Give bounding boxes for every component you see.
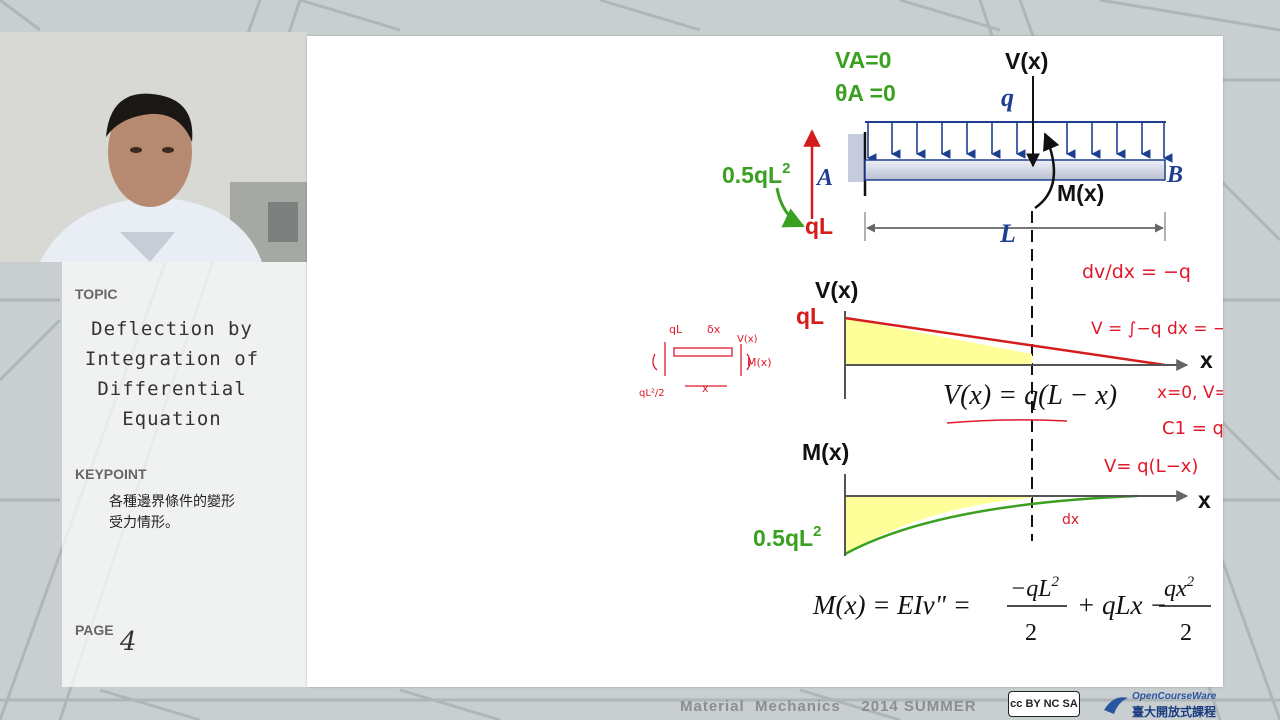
svg-text:x=0, V= qL: x=0, V= qL bbox=[1157, 383, 1223, 403]
shear-equation: V(x) = q(L − x) bbox=[943, 380, 1117, 411]
point-b-label: B bbox=[1166, 162, 1183, 188]
distributed-load bbox=[865, 121, 1173, 163]
wall-support bbox=[848, 134, 864, 182]
svg-text:dv/dx = −q: dv/dx = −q bbox=[1082, 261, 1191, 283]
m-diagram-title: M(x) bbox=[802, 439, 849, 465]
v-diagram-ql: qL bbox=[796, 303, 824, 329]
point-a-label: A bbox=[815, 165, 833, 191]
moment-mx-label: M(x) bbox=[1057, 180, 1104, 206]
m-diagram-y-label: 0.5qL2 bbox=[753, 523, 821, 551]
svg-text:+ qLx −: + qLx − bbox=[1077, 590, 1167, 620]
fbd-vx: V(x) bbox=[737, 334, 758, 345]
fbd-mx: M(x) bbox=[747, 356, 772, 369]
svg-text:2: 2 bbox=[1180, 620, 1192, 646]
keypoint-text: 各種邊界條件的變形 受力情形。 bbox=[109, 494, 235, 531]
handwritten-notes: dv/dx = −q V = ∫−q dx = −qx + C1 x=0, V=… bbox=[946, 261, 1223, 528]
ocw-name-text: 臺大開放式課程 bbox=[1132, 705, 1217, 719]
ocw-brand-text: OpenCourseWare bbox=[1132, 691, 1217, 702]
webcam-video bbox=[0, 32, 307, 262]
course-footer: Material Mechanics 2014 SUMMER bbox=[680, 698, 977, 715]
ocw-bird-icon bbox=[1104, 697, 1128, 714]
page-label: PAGE bbox=[75, 622, 114, 638]
bc-va: VA=0 bbox=[835, 47, 891, 73]
v-diagram-fill bbox=[845, 318, 1032, 365]
support-moment: 0.5qL2 bbox=[722, 160, 790, 188]
creative-commons-license-badge: cc BY NC SA bbox=[1008, 691, 1080, 717]
handwritten-free-body-diagram bbox=[652, 342, 751, 387]
beam-diagram: VA=0 θA =0 q A B V(x) bbox=[639, 47, 1223, 646]
topic-label: TOPIC bbox=[75, 286, 118, 302]
fbd-x: x bbox=[702, 382, 709, 395]
load-q-label: q bbox=[1001, 83, 1014, 112]
m-diagram-x-label: x bbox=[1198, 487, 1211, 513]
svg-text:V= q(L−x): V= q(L−x) bbox=[1104, 456, 1198, 477]
svg-text:M(x) = EIv" =: M(x) = EIv" = bbox=[812, 590, 971, 620]
svg-text:dx: dx bbox=[1062, 512, 1079, 528]
keypoint-label: KEYPOINT bbox=[75, 466, 147, 482]
svg-text:−qL2: −qL2 bbox=[1010, 574, 1060, 602]
beam bbox=[864, 159, 1166, 181]
lecture-slide: VA=0 θA =0 q A B V(x) bbox=[307, 36, 1223, 687]
support-force-ql: qL bbox=[805, 213, 833, 239]
shear-vx-label: V(x) bbox=[1005, 48, 1048, 74]
v-diagram-title: V(x) bbox=[815, 277, 858, 303]
presenter-figure bbox=[0, 32, 307, 262]
page-number: 4 bbox=[120, 627, 137, 657]
m-diagram-fill bbox=[845, 497, 1032, 554]
v-diagram-x-label: x bbox=[1200, 347, 1213, 373]
fbd-qlsq: qL²/2 bbox=[639, 388, 665, 399]
length-l-label: L bbox=[999, 219, 1016, 248]
slide-info-panel: TOPIC Deflection by Integration of Diffe… bbox=[62, 262, 307, 687]
fbd-dx: δx bbox=[707, 323, 721, 336]
ntu-ocw-logo: OpenCourseWare 臺大開放式課程 bbox=[1102, 690, 1278, 719]
bc-theta: θA =0 bbox=[835, 80, 896, 106]
svg-text:C1 = qL: C1 = qL bbox=[1162, 418, 1223, 439]
svg-text:2: 2 bbox=[1025, 620, 1037, 646]
svg-text:V = ∫−q dx = −qx + C1: V = ∫−q dx = −qx + C1 bbox=[1091, 319, 1223, 339]
svg-text:qx2: qx2 bbox=[1164, 574, 1195, 602]
moment-equation: M(x) = EIv" = −qL2 2 + qLx − qx2 2 bbox=[812, 574, 1211, 646]
fbd-ql: qL bbox=[669, 323, 683, 336]
topic-text: Deflection by Integration of Differentia… bbox=[84, 318, 260, 430]
